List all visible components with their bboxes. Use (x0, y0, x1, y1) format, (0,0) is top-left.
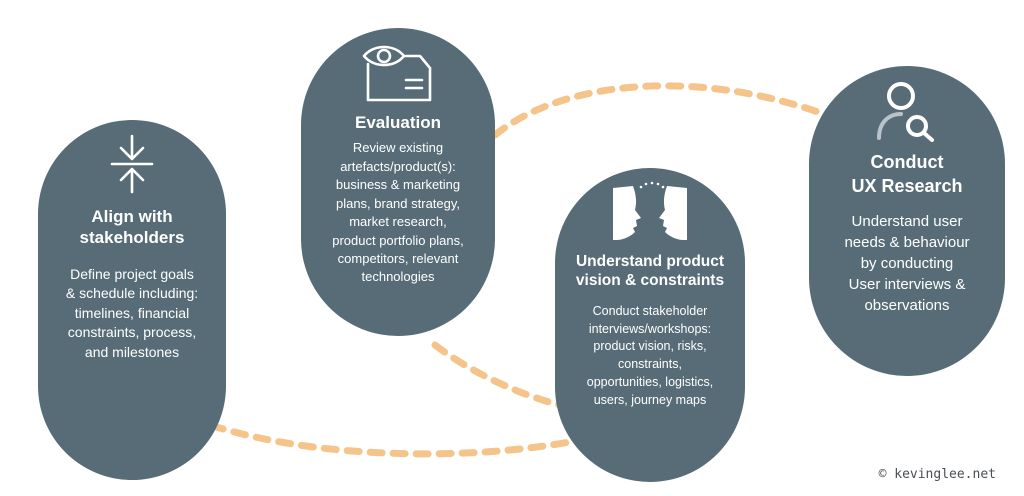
description-line: interviews/workshops: (588, 321, 712, 336)
faces-dialogue-icon (613, 181, 687, 240)
card-description: Review existing artefacts/product(s): bu… (332, 139, 464, 287)
description-line: timelines, financial (74, 304, 190, 321)
card-title: Understand product vision & constraints (576, 252, 724, 291)
description-line: constraints, (618, 357, 682, 371)
description-line: artefacts/product(s): (340, 158, 456, 174)
description-line: competitors, relevant (337, 250, 459, 266)
description-line: and milestones (84, 343, 180, 360)
title-line: stakeholders (79, 228, 185, 248)
card-product-vision: Understand product vision & constraints … (555, 168, 745, 482)
card-description: Define project goals & schedule includin… (66, 265, 198, 363)
card-description: Conduct stakeholder interviews/workshops… (587, 303, 713, 410)
arrows-converge-icon (110, 134, 154, 194)
card-ux-research: Conduct UX Research Understand user need… (809, 66, 1005, 376)
user-search-icon (877, 82, 934, 142)
card-evaluation: Evaluation Review existing artefacts/pro… (301, 28, 495, 336)
description-line: plans, brand strategy, (335, 195, 461, 211)
description-line: opportunities, logistics, (586, 374, 714, 389)
connector-align-to-vision (186, 414, 584, 458)
title-line: UX Research (851, 176, 963, 197)
description-line: & schedule including: (65, 285, 199, 302)
description-line: Define project goals (70, 265, 194, 282)
description-line: Review existing (352, 140, 444, 156)
copyright-notice: © kevinglee.net (878, 467, 996, 482)
description-line: constraints, process, (67, 324, 197, 341)
card-align-stakeholders: Align with stakeholders Define project g… (38, 120, 226, 480)
description-line: by conducting (860, 254, 954, 272)
description-line: business & marketing (335, 177, 461, 193)
description-line: Understand user (851, 212, 963, 230)
description-line: technologies (361, 269, 435, 285)
connector-evaluation-to-research (491, 82, 822, 139)
card-title: Align with stakeholders (80, 206, 185, 249)
connector-evaluation-to-vision (431, 341, 564, 409)
title-line: Conduct (870, 152, 944, 172)
description-line: product vision, risks, (593, 339, 707, 354)
card-description: Understand user needs & behaviour by con… (844, 211, 969, 316)
eye-document-icon (362, 45, 432, 102)
card-title: Evaluation (355, 112, 441, 133)
description-line: market research, (349, 214, 447, 230)
description-line: User interviews & (848, 275, 966, 293)
description-line: product portfolio plans, (332, 232, 464, 248)
title-line: Align with (91, 207, 173, 226)
card-title: Conduct UX Research (851, 150, 962, 199)
title-line: Evaluation (355, 113, 441, 132)
title-line: vision & constraints (575, 272, 725, 290)
description-line: users, journey maps (593, 392, 707, 407)
description-line: observations (864, 296, 950, 314)
description-line: Conduct stakeholder (592, 303, 708, 318)
title-line: Understand product (575, 253, 725, 270)
description-line: needs & behaviour (844, 233, 970, 251)
